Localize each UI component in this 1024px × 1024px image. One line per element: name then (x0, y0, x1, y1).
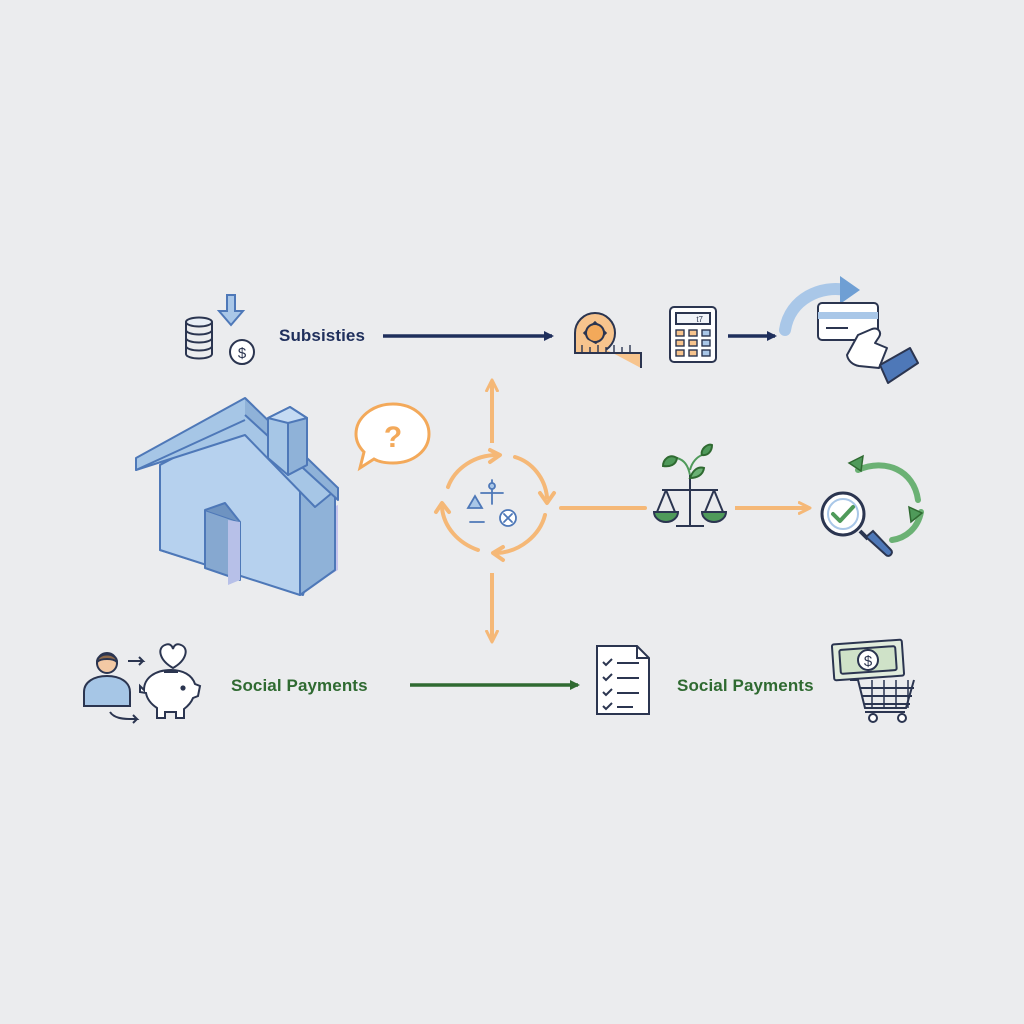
magnifier-check-icon (820, 454, 924, 557)
house-icon (135, 397, 339, 596)
social-payments-label-right: Social Payments (677, 676, 814, 695)
social-payments-label-left: Social Payments (231, 676, 368, 695)
checklist-document-icon (596, 645, 650, 715)
subsidies-label: Subsisties (279, 326, 366, 345)
balance-scale-plant-icon (652, 443, 728, 527)
coins-deposit-icon: $ (185, 294, 255, 365)
cash-dollar-text: $ (864, 653, 873, 670)
calculator-display: t7 (696, 315, 703, 324)
measuring-tape-icon (574, 312, 642, 368)
card-payment-icon (779, 276, 919, 384)
question-mark: ? (384, 421, 402, 454)
calculator-icon: t7 (669, 306, 717, 363)
person-savings-icon (83, 643, 202, 724)
dollar-sign-text: $ (238, 345, 247, 362)
question-bubble-icon: ? (354, 402, 431, 472)
cash-shopping-cart-icon: $ (830, 638, 915, 723)
decision-cycle-icon (434, 448, 556, 562)
